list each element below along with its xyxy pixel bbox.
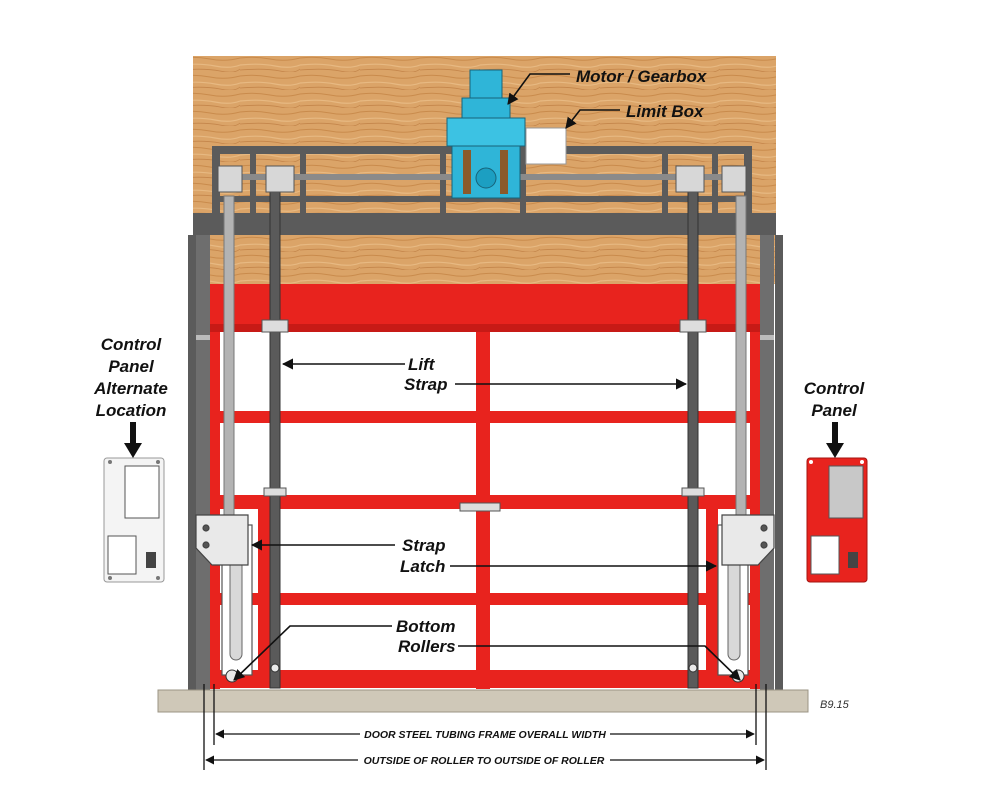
alt-panel-label-line3: Alternate [93, 379, 168, 398]
alt-panel-label-line1: Control [101, 335, 163, 354]
floor-slab [157, 689, 809, 713]
red-door-frame [210, 284, 760, 689]
strap-latch-label-line2: Latch [400, 557, 445, 576]
bottom-rollers-label-line1: Bottom [396, 617, 455, 636]
lift-strap-label-line2: Strap [404, 375, 447, 394]
side-posts [188, 235, 783, 691]
strap-latch-label-line1: Strap [402, 536, 445, 555]
limit-box-arrow [565, 109, 620, 129]
dimension-lines [203, 684, 767, 770]
control-panel-label-line1: Control [804, 379, 866, 398]
top-sheaves [217, 165, 747, 193]
motor-arrow [507, 73, 570, 105]
alternate-control-panel [103, 457, 165, 583]
bottom-rollers-arrow-left [233, 625, 392, 681]
strap-latch-brackets [195, 514, 775, 566]
bottom-rollers-arrow-right [458, 645, 741, 681]
callout-arrows [233, 73, 741, 681]
alt-panel-label-line2: Panel [108, 357, 155, 376]
limit-box [525, 127, 567, 165]
control-panel [806, 457, 868, 583]
control-panel-label-line2: Panel [811, 401, 858, 420]
motor-gearbox-label: Motor / Gearbox [576, 67, 708, 86]
lift-strap-label-line1: Lift [408, 355, 436, 374]
limit-box-label: Limit Box [626, 102, 705, 121]
lift-straps [261, 177, 707, 689]
alt-panel-label-line4: Location [96, 401, 167, 420]
bottom-rollers-label-line2: Rollers [398, 637, 456, 656]
panel-down-arrows [124, 422, 844, 458]
frame-width-dimension: DOOR STEEL TUBING FRAME OVERALL WIDTH [364, 729, 606, 741]
figure-reference: B9.15 [820, 699, 850, 711]
motor-gearbox [446, 69, 526, 199]
roller-width-dimension: OUTSIDE OF ROLLER TO OUTSIDE OF ROLLER [364, 755, 605, 767]
